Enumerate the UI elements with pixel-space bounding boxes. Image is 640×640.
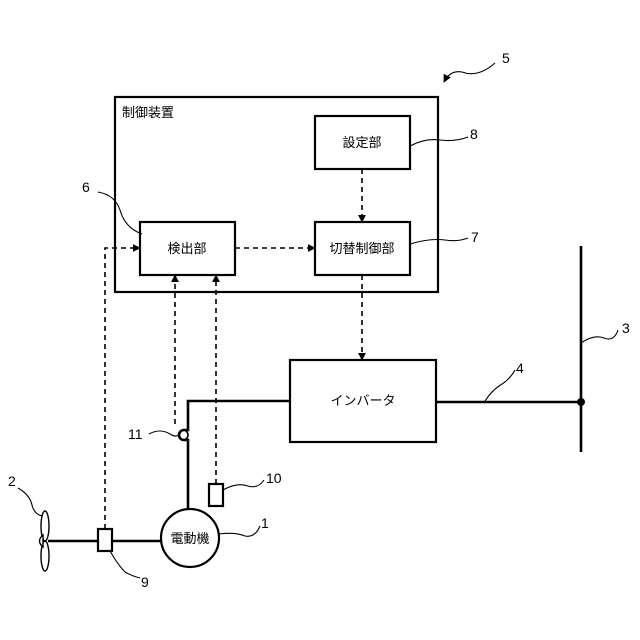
motor-sensor-box bbox=[209, 484, 223, 506]
leader-5 bbox=[444, 63, 495, 82]
ref-num-10: 10 bbox=[266, 470, 282, 486]
leader-1 bbox=[219, 526, 260, 536]
leader-2 bbox=[18, 488, 42, 516]
ref-num-9: 9 bbox=[141, 574, 149, 590]
switching-control-unit-label: 切替制御部 bbox=[329, 242, 394, 257]
control-device-label: 制御装置 bbox=[122, 106, 174, 121]
ref-num-5: 5 bbox=[502, 50, 510, 66]
ref-num-7: 7 bbox=[471, 229, 479, 245]
shaft-sensor-box bbox=[98, 529, 112, 551]
propeller-icon bbox=[40, 511, 50, 571]
leader-11 bbox=[149, 431, 180, 436]
ref-num-4: 4 bbox=[516, 360, 524, 376]
current-sensor-coil bbox=[183, 430, 188, 440]
power-line-motor-to-inverter bbox=[179, 401, 290, 509]
motor-label: 電動機 bbox=[170, 532, 209, 547]
ref-num-3: 3 bbox=[622, 320, 630, 336]
ref-num-1: 1 bbox=[261, 515, 269, 531]
leader-3 bbox=[581, 330, 618, 343]
detection-unit-label: 検出部 bbox=[167, 242, 206, 257]
ref-num-8: 8 bbox=[470, 126, 478, 142]
setting-unit-label: 設定部 bbox=[342, 135, 381, 151]
leader-4 bbox=[485, 370, 515, 401]
ref-num-2: 2 bbox=[8, 473, 16, 489]
leader-9 bbox=[110, 551, 140, 578]
leader-10 bbox=[223, 480, 264, 490]
ref-num-6: 6 bbox=[82, 179, 90, 195]
ref-num-11: 11 bbox=[128, 426, 143, 442]
inverter-label: インバータ bbox=[330, 394, 395, 409]
